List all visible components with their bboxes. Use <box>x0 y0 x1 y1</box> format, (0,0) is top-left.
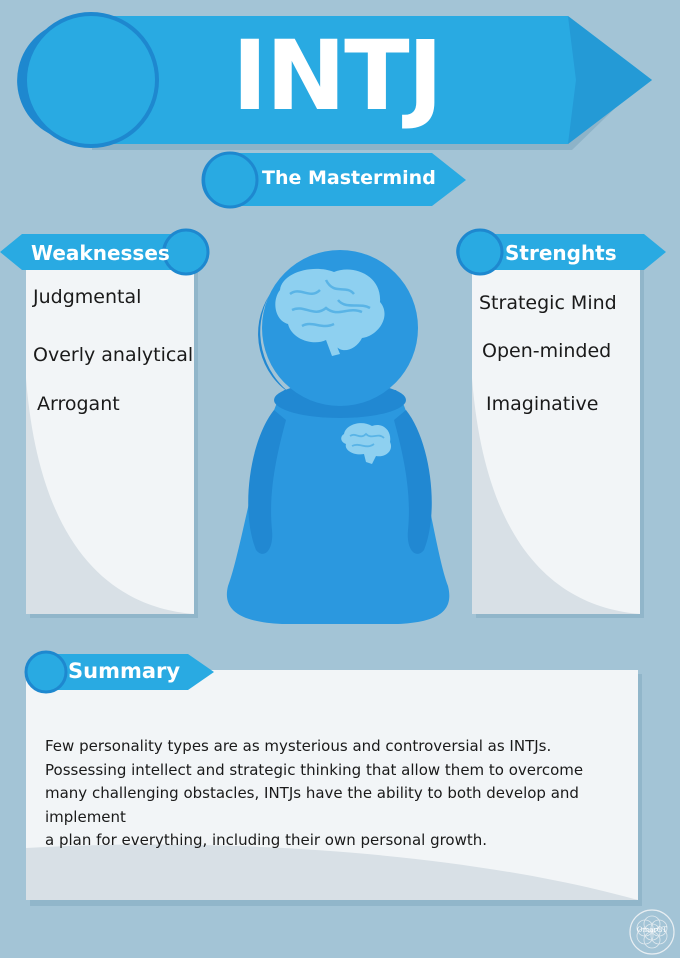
strengths-panel-graphic <box>456 228 666 618</box>
weaknesses-panel-graphic <box>0 228 210 618</box>
watermark-seal-icon <box>629 909 675 955</box>
summary-panel-graphic <box>24 650 642 906</box>
title-banner-graphic <box>17 12 652 209</box>
strengths-heading: Strenghts <box>505 241 617 265</box>
weakness-item: Overly analytical <box>33 344 194 366</box>
mastermind-figure-illustration <box>226 250 450 624</box>
strength-item: Open-minded <box>482 340 612 362</box>
strength-item: Imaginative <box>486 393 599 415</box>
page-subtitle: The Mastermind <box>262 167 436 189</box>
summary-heading: Summary <box>68 659 181 683</box>
summary-line: a plan for everything, including their o… <box>45 831 488 849</box>
summary-body: Few personality types are as mysterious … <box>45 735 635 853</box>
weakness-item: Judgmental <box>33 286 142 308</box>
summary-line: many challenging obstacles, INTJs have t… <box>45 784 579 826</box>
summary-line: Few personality types are as mysterious … <box>45 737 552 755</box>
weaknesses-heading: Weaknesses <box>31 241 170 265</box>
watermark-text: OmarGT <box>636 926 668 934</box>
small-brain-icon <box>341 423 392 464</box>
brain-icon <box>275 268 385 356</box>
weakness-item: Arrogant <box>37 393 120 415</box>
page-title: INTJ <box>232 20 443 132</box>
summary-line: Possessing intellect and strategic think… <box>45 760 584 779</box>
strength-item: Strategic Mind <box>479 292 617 314</box>
